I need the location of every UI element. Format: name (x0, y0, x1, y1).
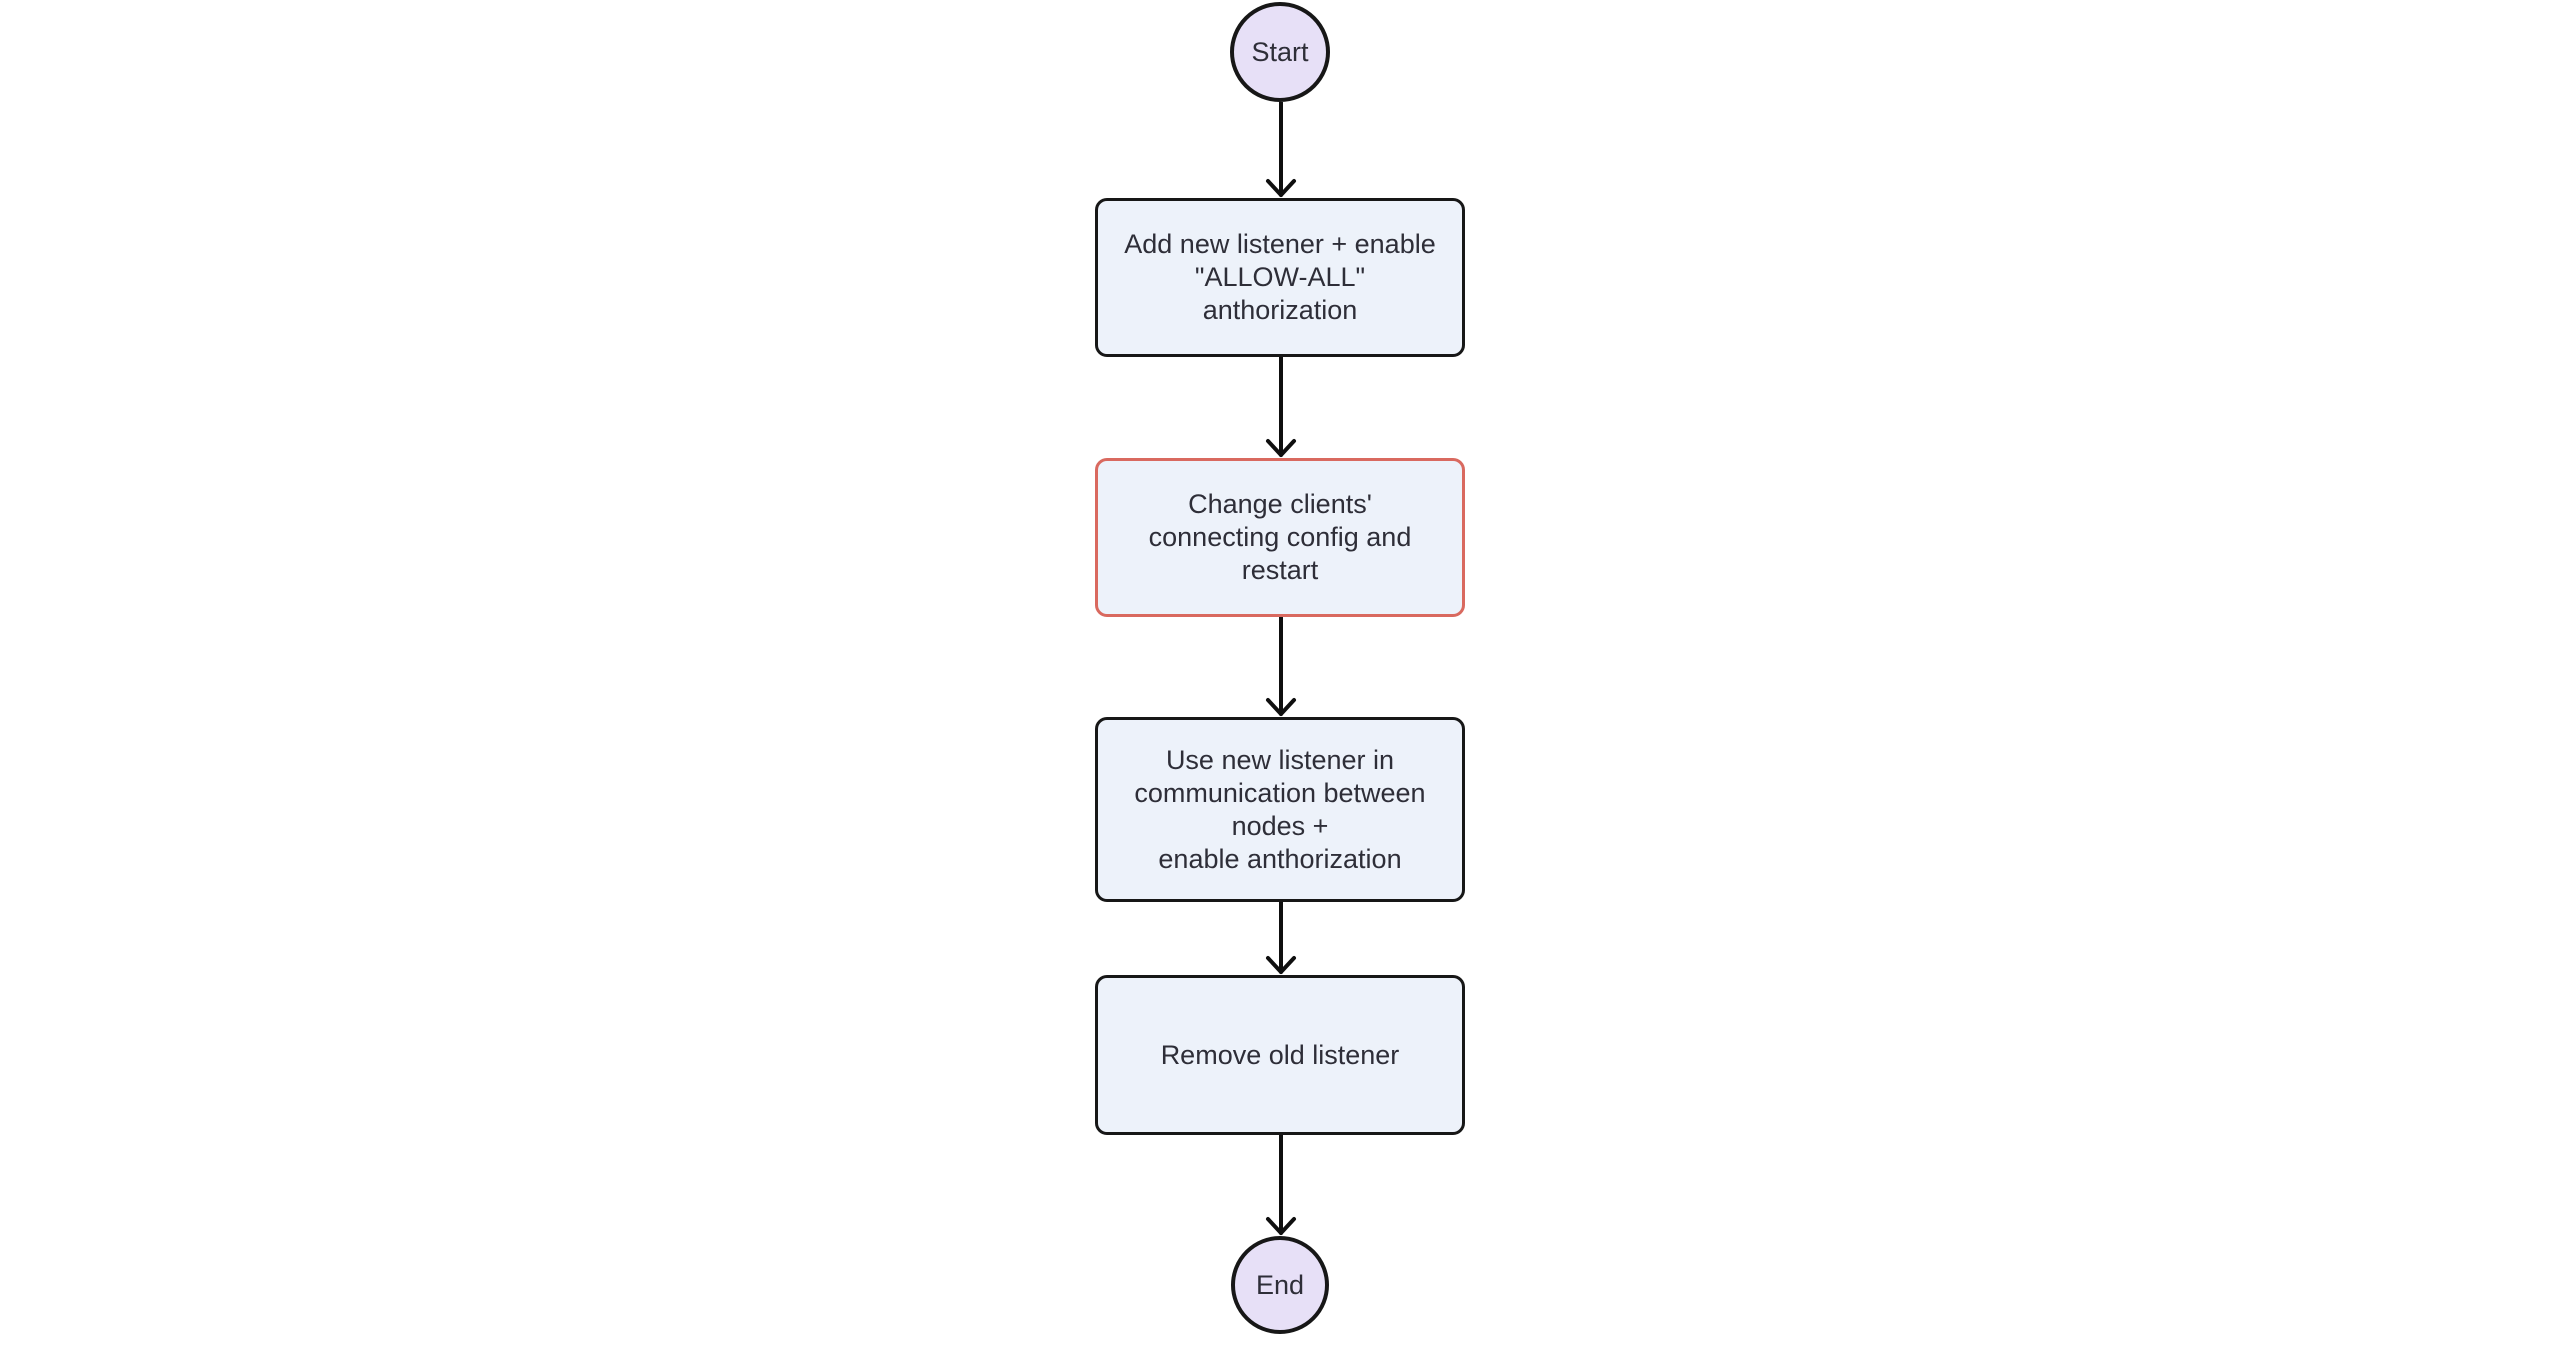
node-text-line: Remove old listener (1160, 1039, 1400, 1070)
arrow-down-icon (1266, 357, 1296, 457)
node-text-line: anthorization (1202, 295, 1358, 325)
node-text-line: communication between (1134, 777, 1426, 808)
start-node: Start (1230, 2, 1330, 102)
node-text-line: nodes + (1231, 810, 1329, 841)
end-label: End (1255, 1269, 1305, 1300)
process-node-use-new-listener: Use new listener in communication betwee… (1095, 717, 1465, 902)
arrow-down-icon (1266, 1135, 1296, 1235)
arrow-down-icon (1266, 617, 1296, 716)
process-node-change-clients: Change clients' connecting config and re… (1095, 458, 1465, 617)
process-node-add-listener: Add new listener + enable "ALLOW-ALL" an… (1095, 198, 1465, 357)
start-label: Start (1251, 36, 1309, 67)
arrow-down-icon (1266, 102, 1296, 197)
node-text-line: enable anthorization (1158, 843, 1402, 874)
node-text-line: connecting config and (1148, 522, 1412, 552)
node-text-line: restart (1241, 555, 1319, 585)
node-text-line: Add new listener + enable (1124, 229, 1436, 259)
end-node: End (1231, 1236, 1329, 1334)
process-node-remove-old-listener: Remove old listener (1095, 975, 1465, 1135)
node-text-line: "ALLOW-ALL" (1194, 262, 1366, 292)
arrow-down-icon (1266, 902, 1296, 974)
node-text-line: Use new listener in (1165, 744, 1395, 775)
node-text-line: Change clients' (1188, 489, 1372, 519)
